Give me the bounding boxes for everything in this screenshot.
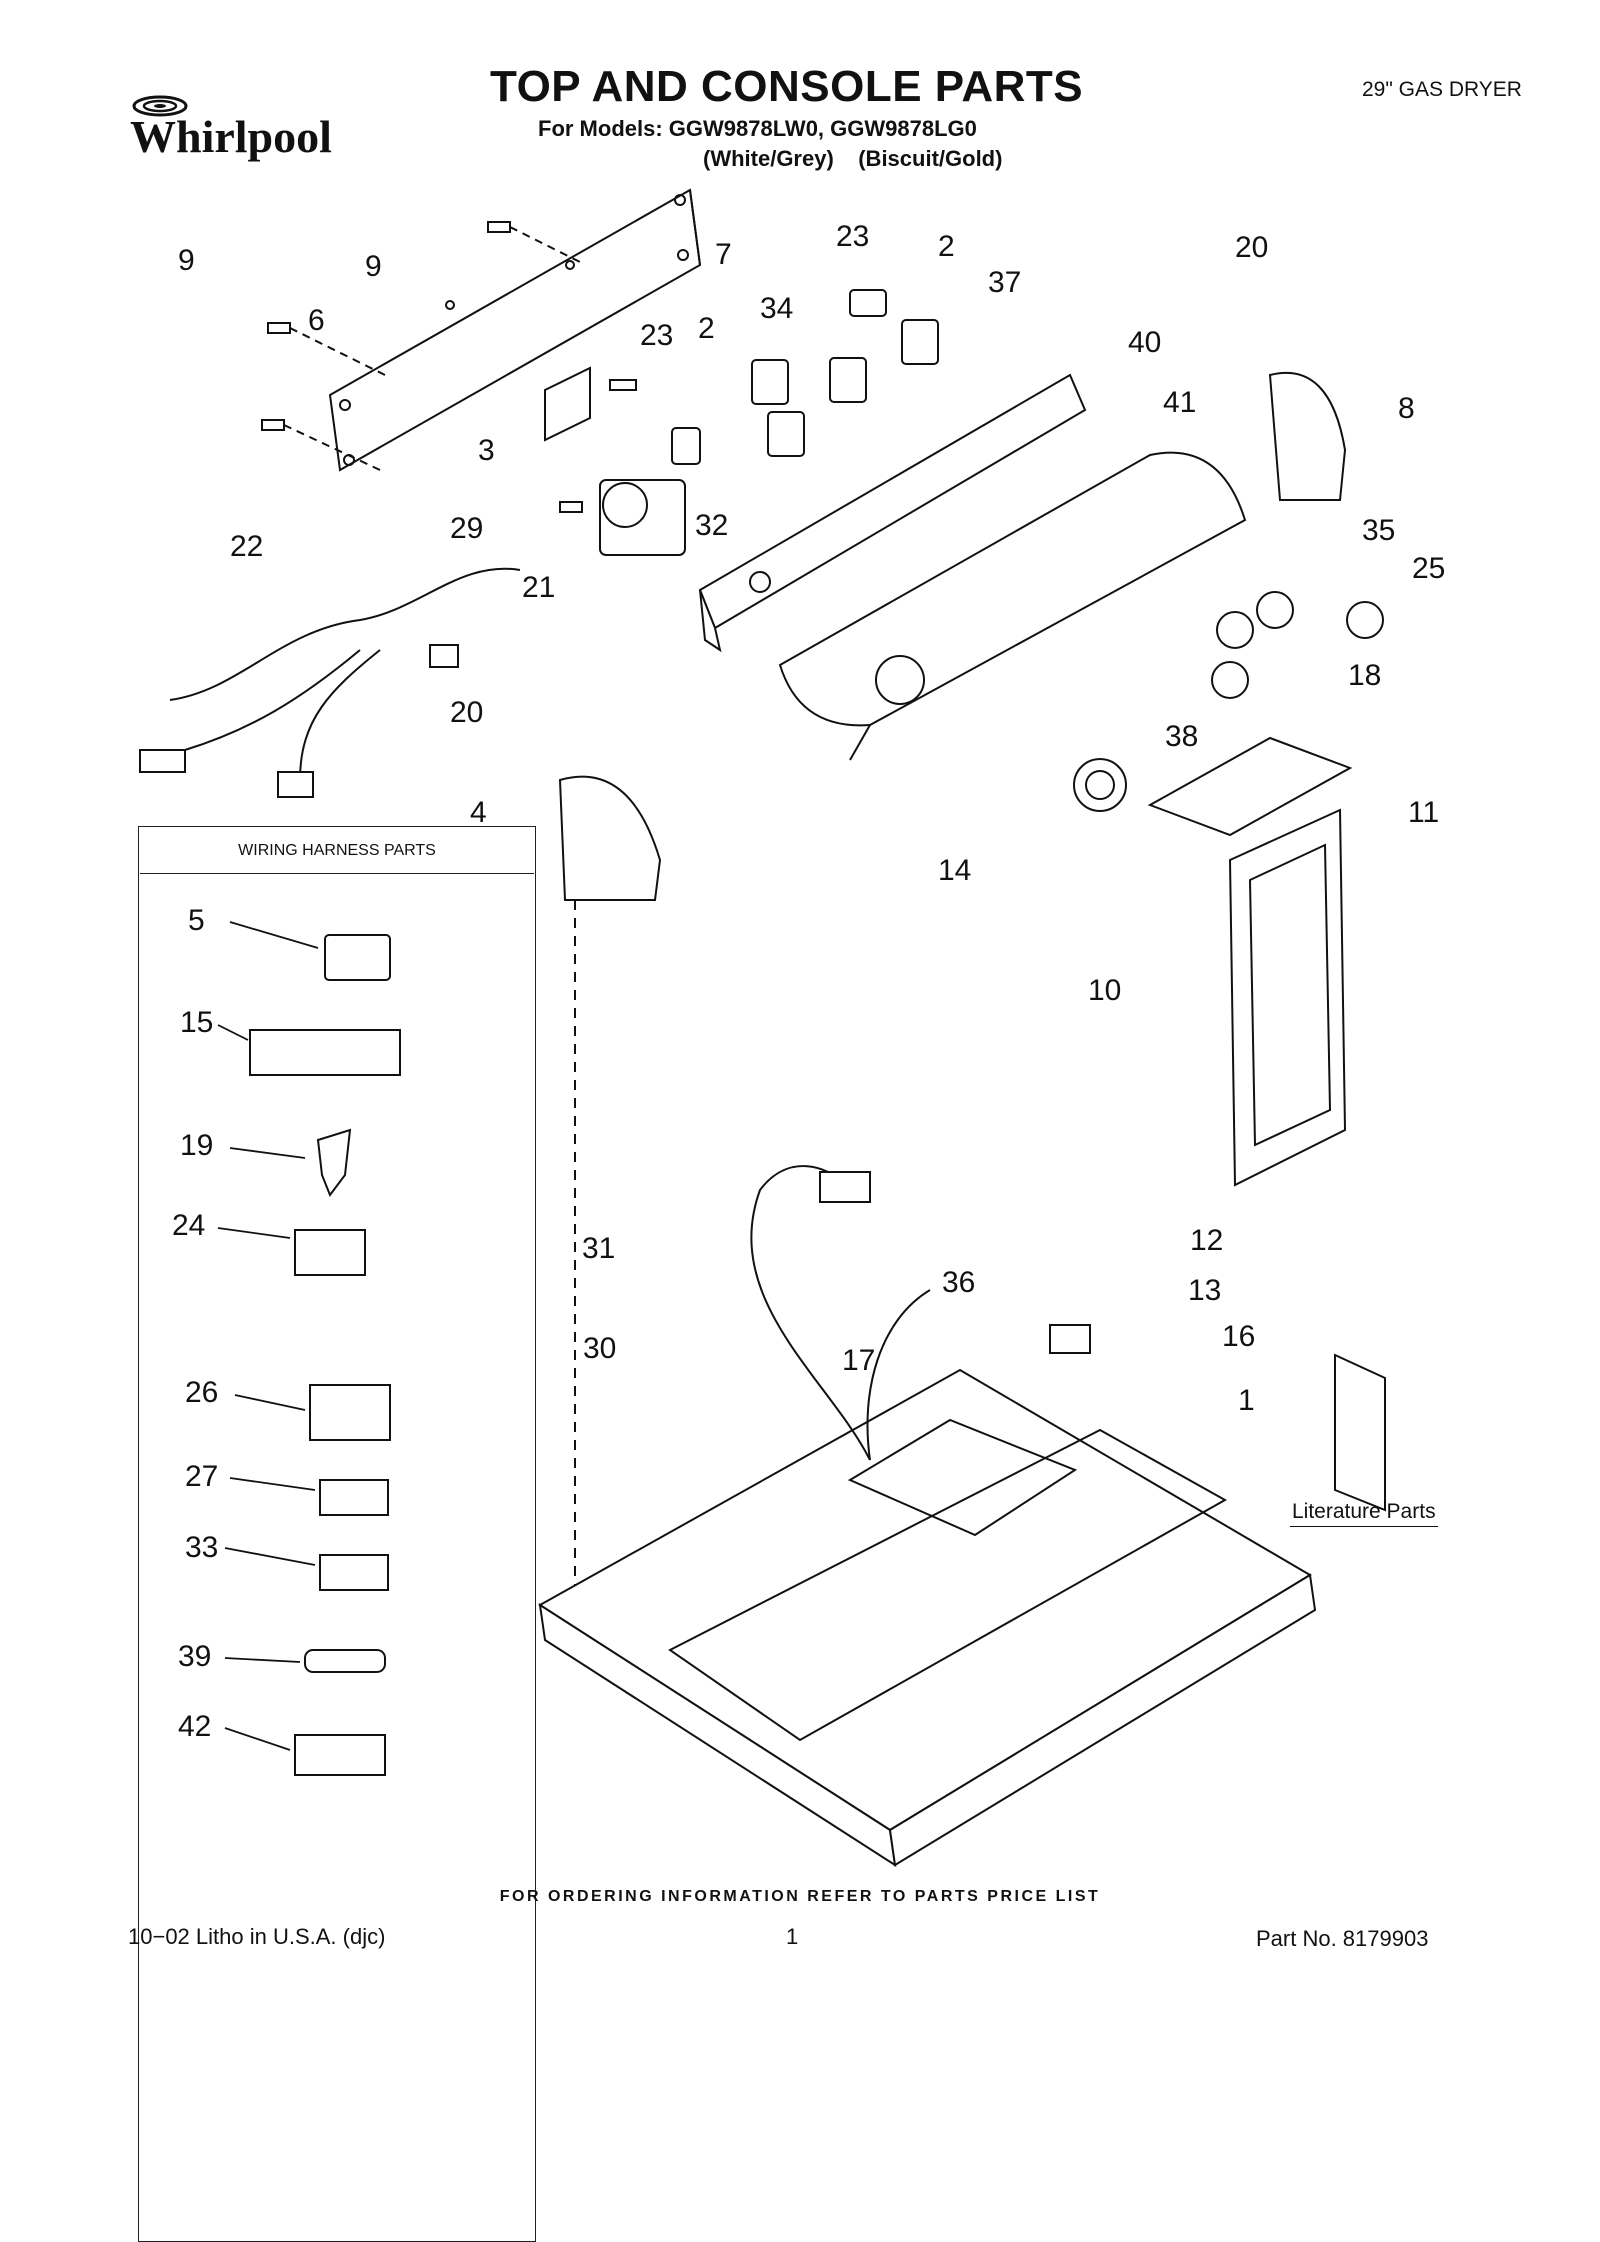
litho-info: 10−02 Litho in U.S.A. (djc) [128,1924,386,1949]
harness-callout-26: 26 [185,1376,218,1409]
callout-32: 32 [695,509,728,542]
ordering-note: FOR ORDERING INFORMATION REFER TO PARTS … [499,1888,1101,1905]
callout-7: 7 [715,238,732,271]
callout-37: 37 [988,266,1021,299]
harness-callout-33: 33 [185,1531,218,1564]
page-number: 1 [786,1924,799,1949]
callout-38: 38 [1165,720,1198,753]
product-type: 29" GAS DRYER [1362,78,1522,101]
brand-text: Whirlpool [130,111,332,162]
callout-35: 35 [1362,514,1395,547]
colors-line: (White/Grey) (Biscuit/Gold) [703,146,1003,171]
callout-4: 4 [470,796,487,829]
callout-40: 40 [1128,326,1161,359]
callout-36: 36 [942,1266,975,1299]
callout-1: 1 [1238,1384,1255,1417]
harness-callout-39: 39 [178,1640,211,1673]
models-line: For Models: GGW9878LW0, GGW9878LG0 [538,116,977,141]
harness-callout-15: 15 [180,1006,213,1039]
whirlpool-logo: Whirlpool [130,92,370,170]
harness-callout-19: 19 [180,1129,213,1162]
screw-9-a [487,221,581,263]
callout-14: 14 [938,854,971,887]
callout-12: 12 [1190,1224,1223,1257]
callout-9b: 9 [365,250,382,283]
callout-16: 16 [1222,1320,1255,1353]
wiring-harness-title: WIRING HARNESS PARTS [140,828,534,874]
callout-23b: 23 [836,220,869,253]
callout-41: 41 [1163,386,1196,419]
harness-callout-27: 27 [185,1460,218,1493]
callout-21: 21 [522,571,555,604]
callout-9a: 9 [178,244,195,277]
callout-2b: 2 [938,230,955,263]
callout-34: 34 [760,292,793,325]
callout-30: 30 [583,1332,616,1365]
callout-25: 25 [1412,552,1445,585]
callout-8: 8 [1398,392,1415,425]
harness-callout-24: 24 [172,1209,205,1242]
harness-callout-42: 42 [178,1710,211,1743]
literature-parts-label: Literature Parts [1290,1500,1438,1527]
callout-17: 17 [842,1344,875,1377]
callout-3: 3 [478,434,495,467]
callout-29: 29 [450,512,483,545]
harness-callout-5: 5 [188,904,205,937]
part-number: Part No. 8179903 [1256,1926,1429,1951]
callout-6: 6 [308,304,325,337]
callout-18: 18 [1348,659,1381,692]
callout-2a: 2 [698,312,715,345]
callout-31: 31 [582,1232,615,1265]
callout-11: 11 [1408,796,1439,829]
callout-13: 13 [1188,1274,1221,1307]
callout-20a: 20 [1235,231,1268,264]
callout-10: 10 [1088,974,1121,1007]
exploded-parts-diagram: 9 9 6 3 23 2 7 23 2 34 37 40 41 20 8 35 … [139,188,1445,1868]
page-title: TOP AND CONSOLE PARTS [490,62,1084,111]
callout-20b: 20 [450,696,483,729]
callout-22: 22 [230,530,263,563]
callout-23a: 23 [640,319,673,352]
